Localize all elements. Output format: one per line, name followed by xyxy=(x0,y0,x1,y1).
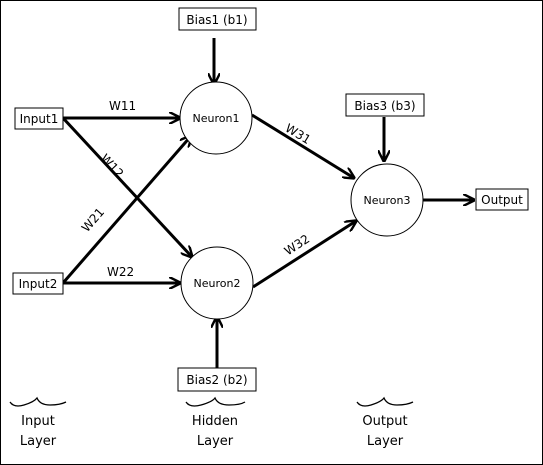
output-box: Output xyxy=(475,188,529,211)
weight-w12-label: W12 xyxy=(98,151,127,180)
hidden-layer-caption-line2: Layer xyxy=(197,434,234,449)
input-layer-caption-line2: Layer xyxy=(20,434,57,449)
neuron-2-label: Neuron2 xyxy=(194,277,241,290)
connections xyxy=(61,38,474,368)
neuron-3-label: Neuron3 xyxy=(364,194,411,207)
neuron-3: Neuron3 xyxy=(350,163,424,237)
edge-neuron2-neuron3 xyxy=(252,221,356,289)
edge-neuron1-neuron3 xyxy=(251,113,354,178)
bias-1-label: Bias1 (b1) xyxy=(186,13,247,27)
output-label: Output xyxy=(481,193,523,207)
output-layer-caption-line1: Output xyxy=(362,414,407,429)
bias-2-box: Bias2 (b2) xyxy=(177,367,257,392)
neuron-3-circle xyxy=(350,163,424,237)
weight-w11-label: W11 xyxy=(109,99,136,113)
bias-3-label: Bias3 (b3) xyxy=(354,99,415,113)
hidden-layer-caption-line1: Hidden xyxy=(192,414,238,429)
neuron-1: Neuron1 xyxy=(179,81,253,155)
neuron-2-circle xyxy=(180,246,254,320)
bias-2-label: Bias2 (b2) xyxy=(186,373,247,387)
input-layer-brace xyxy=(9,396,67,407)
bias-1-box: Bias1 (b1) xyxy=(178,7,257,31)
input-1-box: Input1 xyxy=(14,107,64,130)
hidden-layer-brace xyxy=(185,396,246,407)
input-2-label: Input2 xyxy=(19,277,58,291)
input-2-box: Input2 xyxy=(12,272,64,295)
input-layer-caption-line1: Input xyxy=(21,414,55,429)
neuron-1-circle xyxy=(179,81,253,155)
input-1-label: Input1 xyxy=(20,112,59,126)
neuron-1-label: Neuron1 xyxy=(193,112,240,125)
weight-w32-label: W32 xyxy=(282,232,312,259)
output-layer-caption-line2: Layer xyxy=(367,434,404,449)
bias-3-box: Bias3 (b3) xyxy=(345,93,425,117)
weight-w21-label: W21 xyxy=(79,205,107,235)
neuron-2: Neuron2 xyxy=(180,246,254,320)
output-layer-brace xyxy=(356,396,414,407)
weight-w22-label: W22 xyxy=(107,265,134,279)
layer-braces xyxy=(9,396,414,407)
edge-input2-neuron1 xyxy=(61,136,191,284)
edge-input1-neuron2 xyxy=(61,116,192,257)
